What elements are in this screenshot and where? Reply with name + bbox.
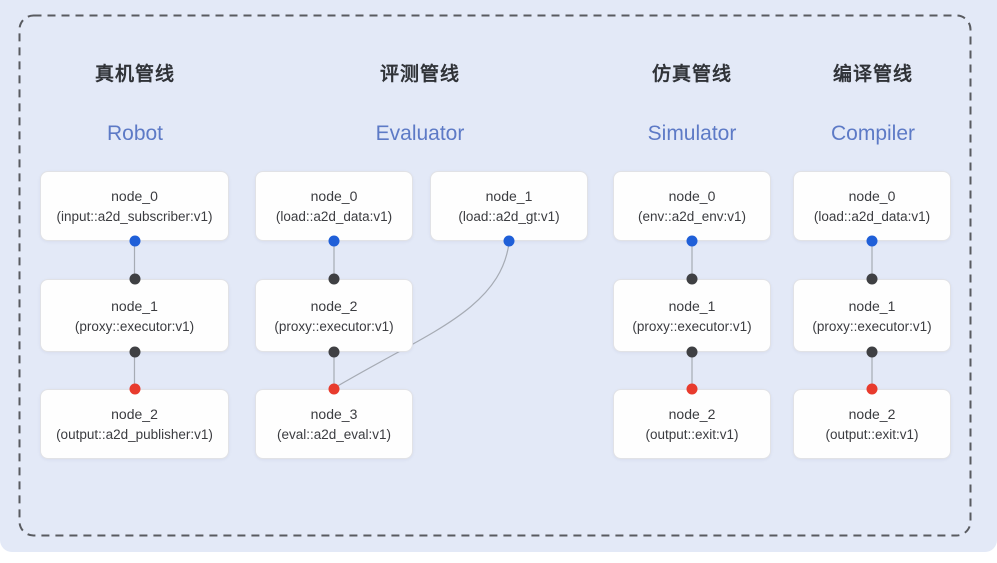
port-input-icon-black [328,273,340,285]
node-box-evaluator-node3: node_3 (eval::a2d_eval:v1) [255,389,413,459]
port-output-icon-black [866,346,878,358]
node-type: (eval::a2d_eval:v1) [276,427,392,442]
port-output-icon-blue [503,235,515,247]
node-type: (proxy::executor:v1) [632,318,752,334]
node-type: (output::exit:v1) [645,427,739,442]
node-label: node_0 [668,188,716,204]
node-type: (load::a2d_data:v1) [275,209,393,224]
port-output-icon-blue [328,235,340,247]
node-box-compiler-node2: node_2 (output::exit:v1) [793,389,951,459]
node-label: node_0 [310,188,358,204]
port-input-icon-red [866,383,878,395]
port-output-icon-blue [866,235,878,247]
pipeline-title-en-simulator: Simulator [647,122,737,145]
node-box-simulator-node0: node_0 (env::a2d_env:v1) [613,171,771,241]
node-type: (output::exit:v1) [825,427,919,442]
port-input-icon-red [328,383,340,395]
port-output-icon-black [686,346,698,358]
node-label: node_2 [668,406,716,422]
node-box-robot-node1: node_1 (proxy::executor:v1) [40,279,229,352]
node-box-compiler-node0: node_0 (load::a2d_data:v1) [793,171,951,241]
node-type: (proxy::executor:v1) [812,318,932,334]
pipeline-title-zh-evaluator: 评测管线 [379,64,460,85]
node-box-evaluator-node0: node_0 (load::a2d_data:v1) [255,171,413,241]
port-input-icon-red [129,383,140,395]
node-type: (env::a2d_env:v1) [637,209,747,224]
node-type: (output::a2d_publisher:v1) [56,427,213,442]
node-label: node_1 [668,297,716,314]
pipeline-title-en-robot: Robot [106,122,164,145]
node-label: node_1 [485,188,533,204]
port-output-icon-black [129,346,140,358]
port-output-icon-blue [686,235,698,247]
node-type: (proxy::executor:v1) [274,318,394,334]
node-label: node_2 [111,406,158,422]
node-box-simulator-node1: node_1 (proxy::executor:v1) [613,279,771,352]
node-label: node_1 [848,297,896,314]
node-type: (input::a2d_subscriber:v1) [56,209,213,224]
edge-evaluator-n1-n3-curve [335,242,510,388]
node-label: node_3 [310,406,358,422]
node-label: node_2 [848,406,896,422]
node-type: (load::a2d_gt:v1) [458,209,560,224]
port-output-icon-black [328,346,340,358]
node-type: (load::a2d_data:v1) [813,209,931,224]
port-input-icon-black [866,273,878,285]
pipeline-title-zh-robot: 真机管线 [94,64,175,85]
node-box-robot-node2: node_2 (output::a2d_publisher:v1) [40,389,229,459]
port-input-icon-black [129,273,140,285]
pipeline-title-zh-compiler: 编译管线 [832,64,913,85]
node-label: node_2 [310,297,358,314]
pipeline-title-en-evaluator: Evaluator [375,122,465,145]
node-label: node_0 [111,188,158,204]
port-input-icon-red [686,383,698,395]
port-output-icon-blue [129,235,140,247]
node-box-evaluator-node2: node_2 (proxy::executor:v1) [255,279,413,352]
node-label: node_1 [111,297,158,314]
node-box-robot-node0: node_0 (input::a2d_subscriber:v1) [40,171,229,241]
dashed-boundary [18,14,972,537]
pipeline-title-en-compiler: Compiler [830,122,916,145]
pipeline-title-zh-simulator: 仿真管线 [651,64,732,85]
node-box-simulator-node2: node_2 (output::exit:v1) [613,389,771,459]
node-type: (proxy::executor:v1) [74,318,195,334]
node-label: node_0 [848,188,896,204]
node-box-compiler-node1: node_1 (proxy::executor:v1) [793,279,951,352]
port-input-icon-black [686,273,698,285]
node-box-evaluator-node1: node_1 (load::a2d_gt:v1) [430,171,588,241]
